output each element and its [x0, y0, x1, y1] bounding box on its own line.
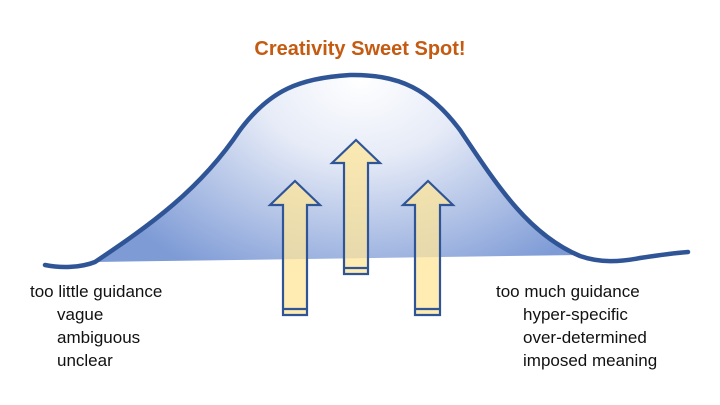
- left-heading: too little guidance: [30, 282, 163, 301]
- right-item: imposed meaning: [523, 351, 658, 370]
- arrow-up-icon-left: [267, 179, 323, 317]
- arrow-up-icon-middle: [329, 138, 383, 276]
- right-label: too much guidance hyper-specific over-de…: [496, 280, 657, 372]
- left-item: unclear: [57, 351, 113, 370]
- arrow-up-icon-right: [400, 179, 456, 317]
- curve-fill-area: [95, 74, 580, 263]
- right-item: over-determined: [523, 328, 647, 347]
- right-heading: too much guidance: [496, 282, 640, 301]
- right-item: hyper-specific: [523, 305, 628, 324]
- left-item: ambiguous: [57, 328, 141, 347]
- left-label: too little guidance vague ambiguous uncl…: [30, 280, 162, 372]
- bell-curve: [42, 72, 691, 270]
- diagram-title: Creativity Sweet Spot!: [254, 38, 466, 60]
- left-item: vague: [57, 305, 104, 324]
